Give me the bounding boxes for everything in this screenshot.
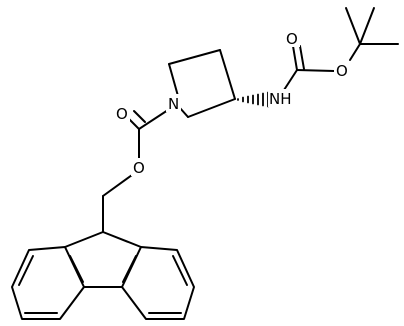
bond-o-ch2 [102, 174, 133, 197]
bond-cq-me1 [345, 7, 361, 45]
atom-o-ester-fmoc: O [133, 159, 145, 177]
bond-o-cq [349, 43, 361, 61]
atom-o-ester-boc: O [336, 62, 348, 80]
bond-c5-n [179, 107, 189, 118]
right-benzene-ring [121, 246, 195, 320]
hashed-wedge-bond [237, 91, 269, 108]
bond-c9-c9a [64, 231, 104, 248]
pyrrolidine-ring [168, 49, 236, 118]
bond-c3-c4 [219, 49, 236, 100]
right-ring-double-1 [122, 255, 137, 283]
bond-n-c-carbonyl [138, 109, 169, 130]
left-ring-double-3 [18, 255, 34, 286]
boc-group [283, 7, 399, 91]
left-benzene-ring [11, 246, 85, 320]
bond-c-o-double-b [299, 45, 305, 70]
right-ring-double-3 [172, 255, 188, 286]
atom-o-carbonyl-fmoc: O [116, 105, 128, 123]
bond-cq-me3 [359, 7, 375, 45]
atom-o-carbonyl-boc: O [286, 30, 298, 48]
bond-c4-c5 [187, 98, 236, 118]
atom-n-ring: N [168, 95, 179, 113]
atom-labels: N O O NH O O [114, 29, 350, 177]
left-ring-double-1 [69, 255, 84, 283]
atom-nh: NH [269, 90, 292, 108]
bond-nh-c [283, 69, 298, 91]
bond-c9-c8a [102, 231, 142, 248]
bond-n-c2 [168, 63, 179, 97]
bond-c-o-double-b [133, 110, 146, 123]
bond-c-o-ester [296, 69, 335, 72]
bond-c-o-double-a [292, 45, 298, 71]
bond-c2-c3 [168, 49, 221, 65]
fluorene-group [11, 231, 195, 320]
